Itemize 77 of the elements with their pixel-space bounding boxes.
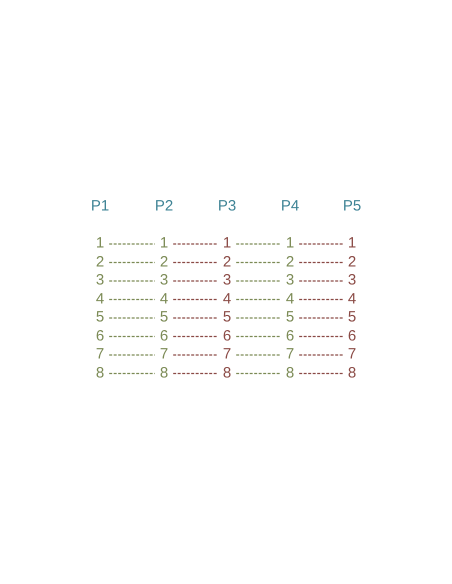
pin-number: 2 (286, 253, 294, 270)
pin-number: 3 (160, 272, 168, 288)
dashed-connector (109, 336, 155, 338)
dashed-connector (109, 298, 155, 300)
pin-number: 5 (160, 308, 168, 326)
dashed-connector (299, 336, 343, 338)
pin-number: 3 (222, 272, 232, 288)
pin-number: 4 (348, 290, 356, 307)
pin-number: 7 (222, 346, 232, 362)
dashed-connector (299, 280, 343, 282)
dashed-connector (299, 372, 343, 374)
dashed-connector (236, 280, 281, 282)
pin-number: 8 (348, 364, 356, 381)
dashed-connector (173, 372, 218, 374)
dashed-connector (299, 354, 343, 356)
dashed-connector (109, 354, 155, 356)
pin-number: 4 (96, 290, 104, 307)
dashed-connector (299, 317, 343, 319)
port-label: P3 (218, 198, 236, 214)
pin-number: 7 (96, 346, 104, 362)
dashed-connector (173, 280, 218, 282)
pin-number: 7 (286, 346, 294, 362)
port-label: P4 (280, 198, 300, 214)
pin-number: 5 (96, 308, 104, 326)
pin-number: 5 (348, 308, 356, 326)
pin-number: 1 (286, 234, 294, 252)
port-label: P2 (154, 198, 174, 214)
pin-number: 1 (96, 234, 104, 252)
pin-number: 6 (286, 327, 294, 344)
dashed-connector (236, 372, 281, 374)
dashed-connector (236, 298, 281, 300)
pin-number: 2 (160, 253, 168, 270)
pin-number: 1 (222, 234, 232, 252)
dashed-connector (236, 243, 281, 245)
pin-number: 6 (348, 327, 356, 344)
dashed-connector (173, 354, 218, 356)
pin-number: 8 (222, 364, 232, 381)
pin-number: 5 (286, 308, 294, 326)
port-label: P5 (342, 198, 362, 214)
dashed-connector (173, 317, 218, 319)
pin-number: 8 (160, 364, 168, 381)
pin-number: 1 (160, 234, 168, 252)
pin-number: 3 (286, 272, 294, 288)
pin-number: 3 (348, 272, 356, 288)
dashed-connector (109, 317, 155, 319)
dashed-connector (299, 262, 343, 264)
dashed-connector (173, 243, 218, 245)
pin-number: 2 (222, 253, 232, 270)
port-label: P1 (90, 198, 110, 214)
dashed-connector (236, 262, 281, 264)
pin-number: 4 (160, 290, 168, 307)
dashed-connector (236, 354, 281, 356)
dashed-connector (173, 336, 218, 338)
pin-number: 7 (348, 346, 356, 362)
dashed-connector (173, 262, 218, 264)
pin-number: 3 (96, 272, 104, 288)
pin-number: 2 (96, 253, 104, 270)
dashed-connector (299, 298, 343, 300)
pin-number: 2 (348, 253, 356, 270)
dashed-connector (299, 243, 343, 245)
pin-number: 6 (222, 327, 232, 344)
dashed-connector (109, 243, 155, 245)
pin-number: 1 (348, 234, 356, 252)
pin-number: 8 (286, 364, 294, 381)
pin-number: 8 (96, 364, 104, 381)
dashed-connector (109, 262, 155, 264)
pin-number: 5 (222, 308, 232, 326)
dashed-connector (109, 372, 155, 374)
dashed-connector (109, 280, 155, 282)
pin-number: 6 (160, 327, 168, 344)
dashed-connector (236, 336, 281, 338)
dashed-connector (173, 298, 218, 300)
pin-number: 4 (286, 290, 294, 307)
dashed-connector (236, 317, 281, 319)
pin-number: 6 (96, 327, 104, 344)
pin-number: 4 (222, 290, 232, 307)
pin-number: 7 (160, 346, 168, 362)
